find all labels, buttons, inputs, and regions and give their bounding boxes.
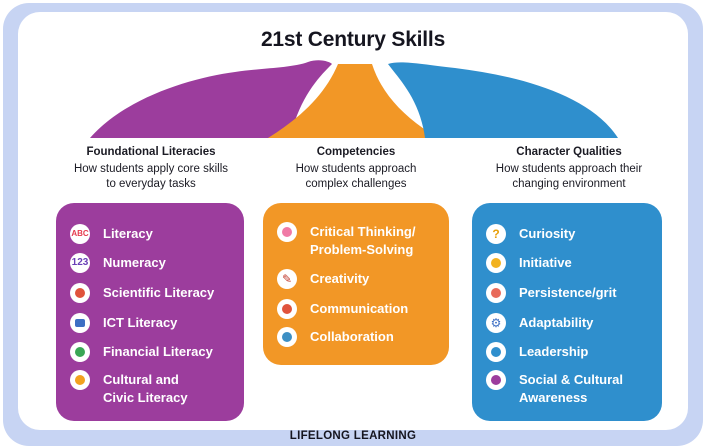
list-item: ICT Literacy (70, 313, 178, 333)
item-label-line2: Problem-Solving (310, 242, 414, 257)
purple-branch (90, 60, 332, 138)
item-label-line1: Cultural and (103, 372, 179, 387)
item-label-line1: Social & Cultural (519, 372, 624, 387)
list-item: Critical Thinking/ Problem-Solving (277, 222, 416, 259)
column-subtitle-line1: How students approach (295, 163, 417, 175)
list-item: Scientific Literacy (70, 283, 215, 303)
foundational-literacies-box: ABC Literacy 123 Numeracy Scientific Lit… (56, 203, 244, 421)
column-subtitle-line2: changing environment (512, 178, 626, 190)
column-title: Character Qualities (516, 146, 622, 158)
numbers-icon: 123 (70, 253, 90, 273)
question-head-icon: ? (486, 224, 506, 244)
raised-hand-icon (486, 253, 506, 273)
item-label: Creativity (310, 271, 370, 286)
col-character-heading: Character Qualities How students approac… (458, 146, 680, 192)
item-label-line2: Civic Literacy (103, 390, 188, 405)
speech-bubble-icon (277, 299, 297, 319)
item-label: Collaboration (310, 329, 394, 344)
list-item: Financial Literacy (70, 342, 213, 362)
paintbrush-icon: ✎ (277, 269, 297, 289)
community-icon (486, 370, 506, 390)
item-label-line1: Critical Thinking/ (310, 224, 416, 239)
list-item: ✎ Creativity (277, 269, 370, 289)
brain-icon (277, 222, 297, 242)
list-item: Leadership (486, 342, 589, 362)
item-label: Persistence/grit (519, 285, 617, 300)
leader-icon (486, 342, 506, 362)
people-circle-icon (70, 370, 90, 390)
list-item: ABC Literacy (70, 224, 153, 244)
col-competencies-heading: Competencies How students approach compl… (262, 146, 450, 192)
list-item: Cultural and Civic Literacy (70, 370, 188, 407)
blue-branch (388, 62, 618, 138)
item-label: Scientific Literacy (103, 285, 215, 300)
list-item: Communication (277, 299, 409, 319)
item-label: Literacy (103, 226, 153, 241)
orange-branch (268, 64, 438, 138)
list-item: ? Curiosity (486, 224, 576, 244)
col-foundational-heading: Foundational Literacies How students app… (40, 146, 262, 192)
list-item: Social & Cultural Awareness (486, 370, 624, 407)
character-qualities-box: ? Curiosity Initiative Persistence/grit … (472, 203, 662, 421)
column-subtitle-line1: How students approach their (495, 163, 643, 175)
gears-icon: ⚙ (486, 313, 506, 333)
list-item: ⚙ Adaptability (486, 313, 594, 333)
column-subtitle-line2: to everyday tasks (106, 178, 196, 190)
monitor-icon (70, 313, 90, 333)
item-label-line2: Awareness (519, 390, 588, 405)
abc-icon: ABC (70, 224, 90, 244)
item-label: Communication (310, 301, 409, 316)
page-title: 21st Century Skills (260, 28, 446, 51)
item-label: ICT Literacy (103, 315, 178, 330)
item-label: Adaptability (519, 315, 594, 330)
list-item: Persistence/grit (486, 283, 617, 303)
list-item: Collaboration (277, 327, 394, 347)
item-label: Initiative (519, 255, 572, 270)
column-title: Competencies (316, 146, 396, 158)
item-label: Leadership (519, 344, 589, 359)
item-label: Numeracy (103, 255, 166, 270)
item-label: Financial Literacy (103, 344, 213, 359)
determined-face-icon (486, 283, 506, 303)
list-item: Initiative (486, 253, 572, 273)
column-subtitle-line2: complex challenges (305, 178, 407, 190)
team-icon (277, 327, 297, 347)
competencies-box: Critical Thinking/ Problem-Solving ✎ Cre… (263, 203, 449, 365)
flask-icon (70, 283, 90, 303)
list-item: 123 Numeracy (70, 253, 166, 273)
column-subtitle-line1: How students apply core skills (73, 163, 229, 175)
column-title: Foundational Literacies (86, 146, 216, 158)
globe-money-icon (70, 342, 90, 362)
lifelong-learning-footer: LIFELONG LEARNING (289, 430, 417, 442)
item-label: Curiosity (519, 226, 576, 241)
